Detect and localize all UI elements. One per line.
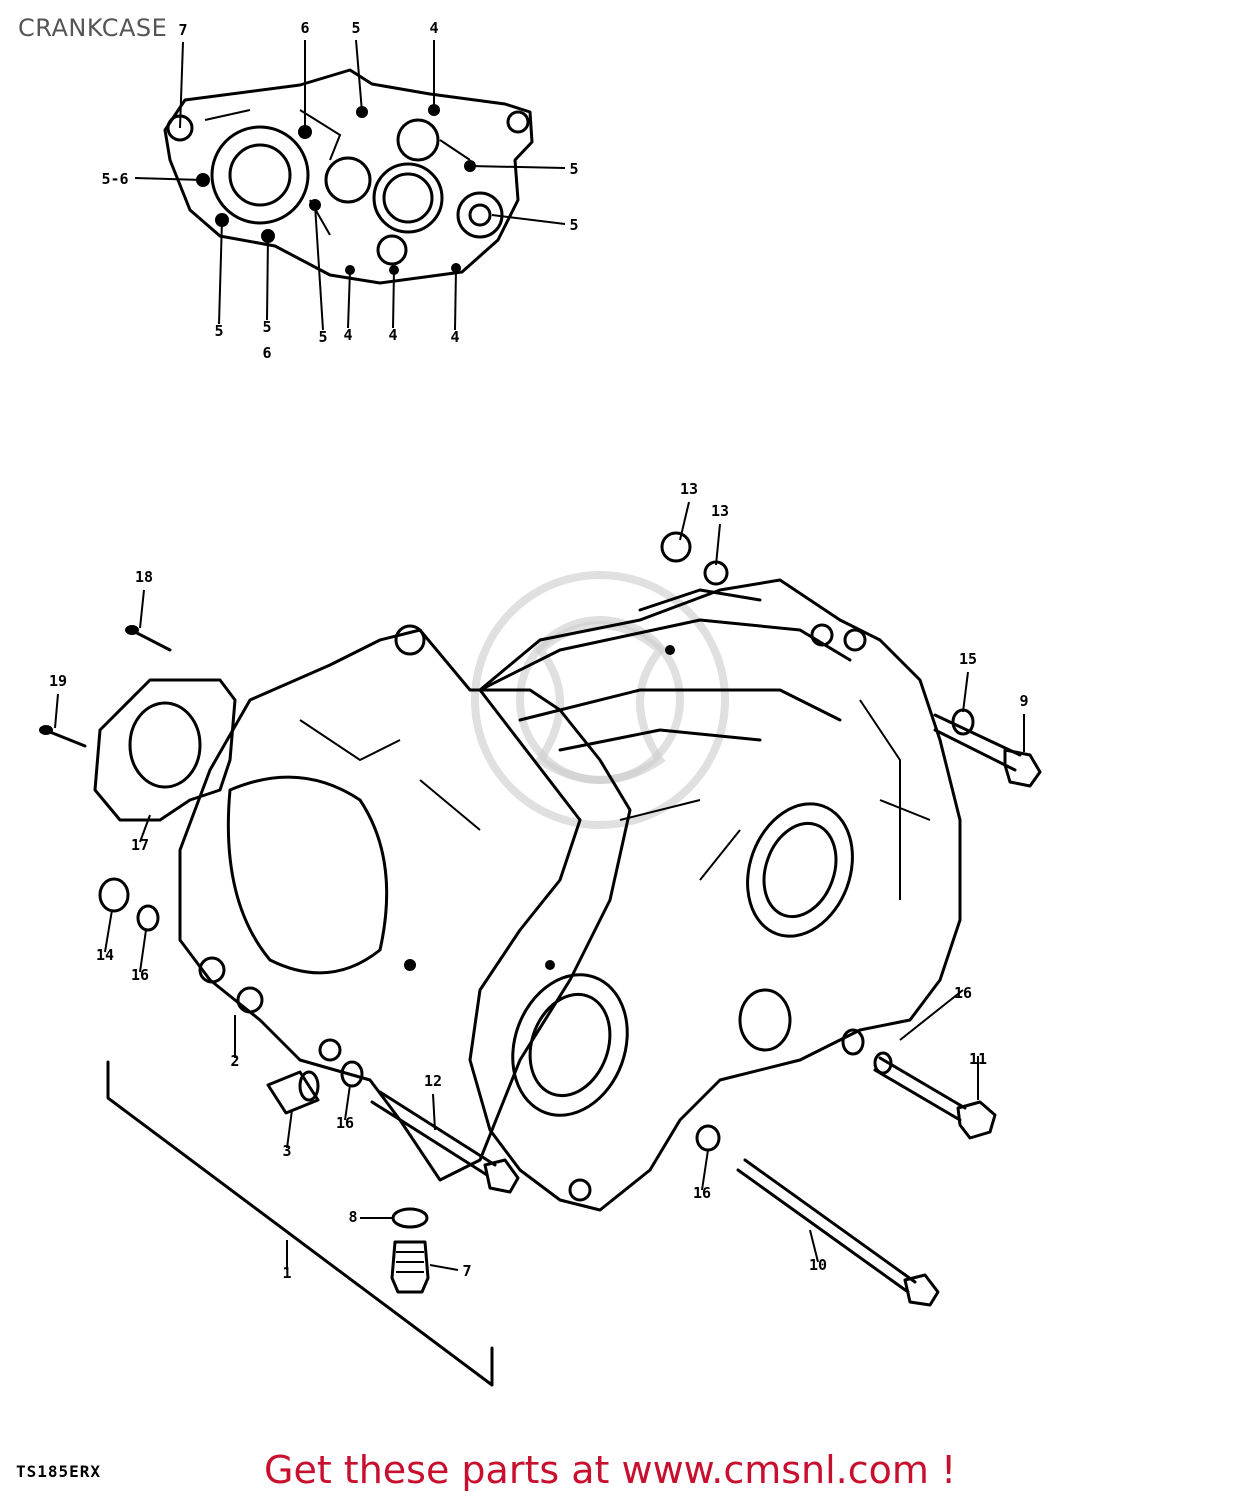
main-view-callout-13: 16 — [336, 1114, 354, 1132]
top-view-callout-4: 5-6 — [101, 170, 128, 188]
main-view-callout-2: 18 — [135, 568, 153, 586]
top-view-callout-8: 5 — [262, 318, 271, 336]
top-view-callout-0: 7 — [178, 21, 187, 39]
main-view-callout-18: 10 — [809, 1256, 827, 1274]
main-view-callout-5: 9 — [1019, 692, 1028, 710]
top-view-callout-11: 4 — [343, 326, 352, 344]
top-view-callout-10: 5 — [318, 328, 327, 346]
top-view-callout-7: 5 — [214, 322, 223, 340]
crankcase-main-view — [39, 501, 1042, 1387]
top-view-callout-1: 6 — [300, 19, 309, 37]
top-view-callout-5: 5 — [569, 160, 578, 178]
top-view-callout-13: 4 — [450, 328, 459, 346]
page-title: CRANKCASE — [18, 14, 168, 42]
watermark-logo — [471, 571, 729, 829]
main-view-callout-3: 19 — [49, 672, 67, 690]
promo-link[interactable]: Get these parts at www.cmsnl.com ! — [264, 1448, 957, 1492]
top-view-callout-2: 5 — [351, 19, 360, 37]
top-view-callout-6: 5 — [569, 216, 578, 234]
top-view-callout-9: 6 — [262, 344, 271, 362]
main-view-callout-4: 15 — [959, 650, 977, 668]
top-view-callout-12: 4 — [388, 326, 397, 344]
main-view-callout-6: 17 — [131, 836, 149, 854]
main-view-callout-16: 8 — [348, 1208, 357, 1226]
crankcase-top-view — [134, 39, 566, 331]
main-view-callout-17: 7 — [462, 1262, 471, 1280]
main-view-callout-15: 16 — [693, 1184, 711, 1202]
main-view-callout-0: 13 — [680, 480, 698, 498]
main-view-callout-10: 2 — [230, 1052, 239, 1070]
main-view-callout-8: 16 — [131, 966, 149, 984]
main-view-callout-1: 13 — [711, 502, 729, 520]
main-view-callout-19: 1 — [282, 1264, 291, 1282]
main-view-callout-9: 16 — [954, 984, 972, 1002]
main-view-callouts: 13 13 18 19 15 9 17 14 16 16 2 11 12 16 3 16 8 7 10 1 — [49, 480, 1029, 1282]
main-view-callout-12: 12 — [424, 1072, 442, 1090]
model-code: TS185ERX — [16, 1462, 102, 1481]
main-view-callout-7: 14 — [96, 946, 114, 964]
main-view-callout-14: 3 — [282, 1142, 291, 1160]
top-view-callout-3: 4 — [429, 19, 438, 37]
main-view-callout-11: 11 — [969, 1050, 987, 1068]
